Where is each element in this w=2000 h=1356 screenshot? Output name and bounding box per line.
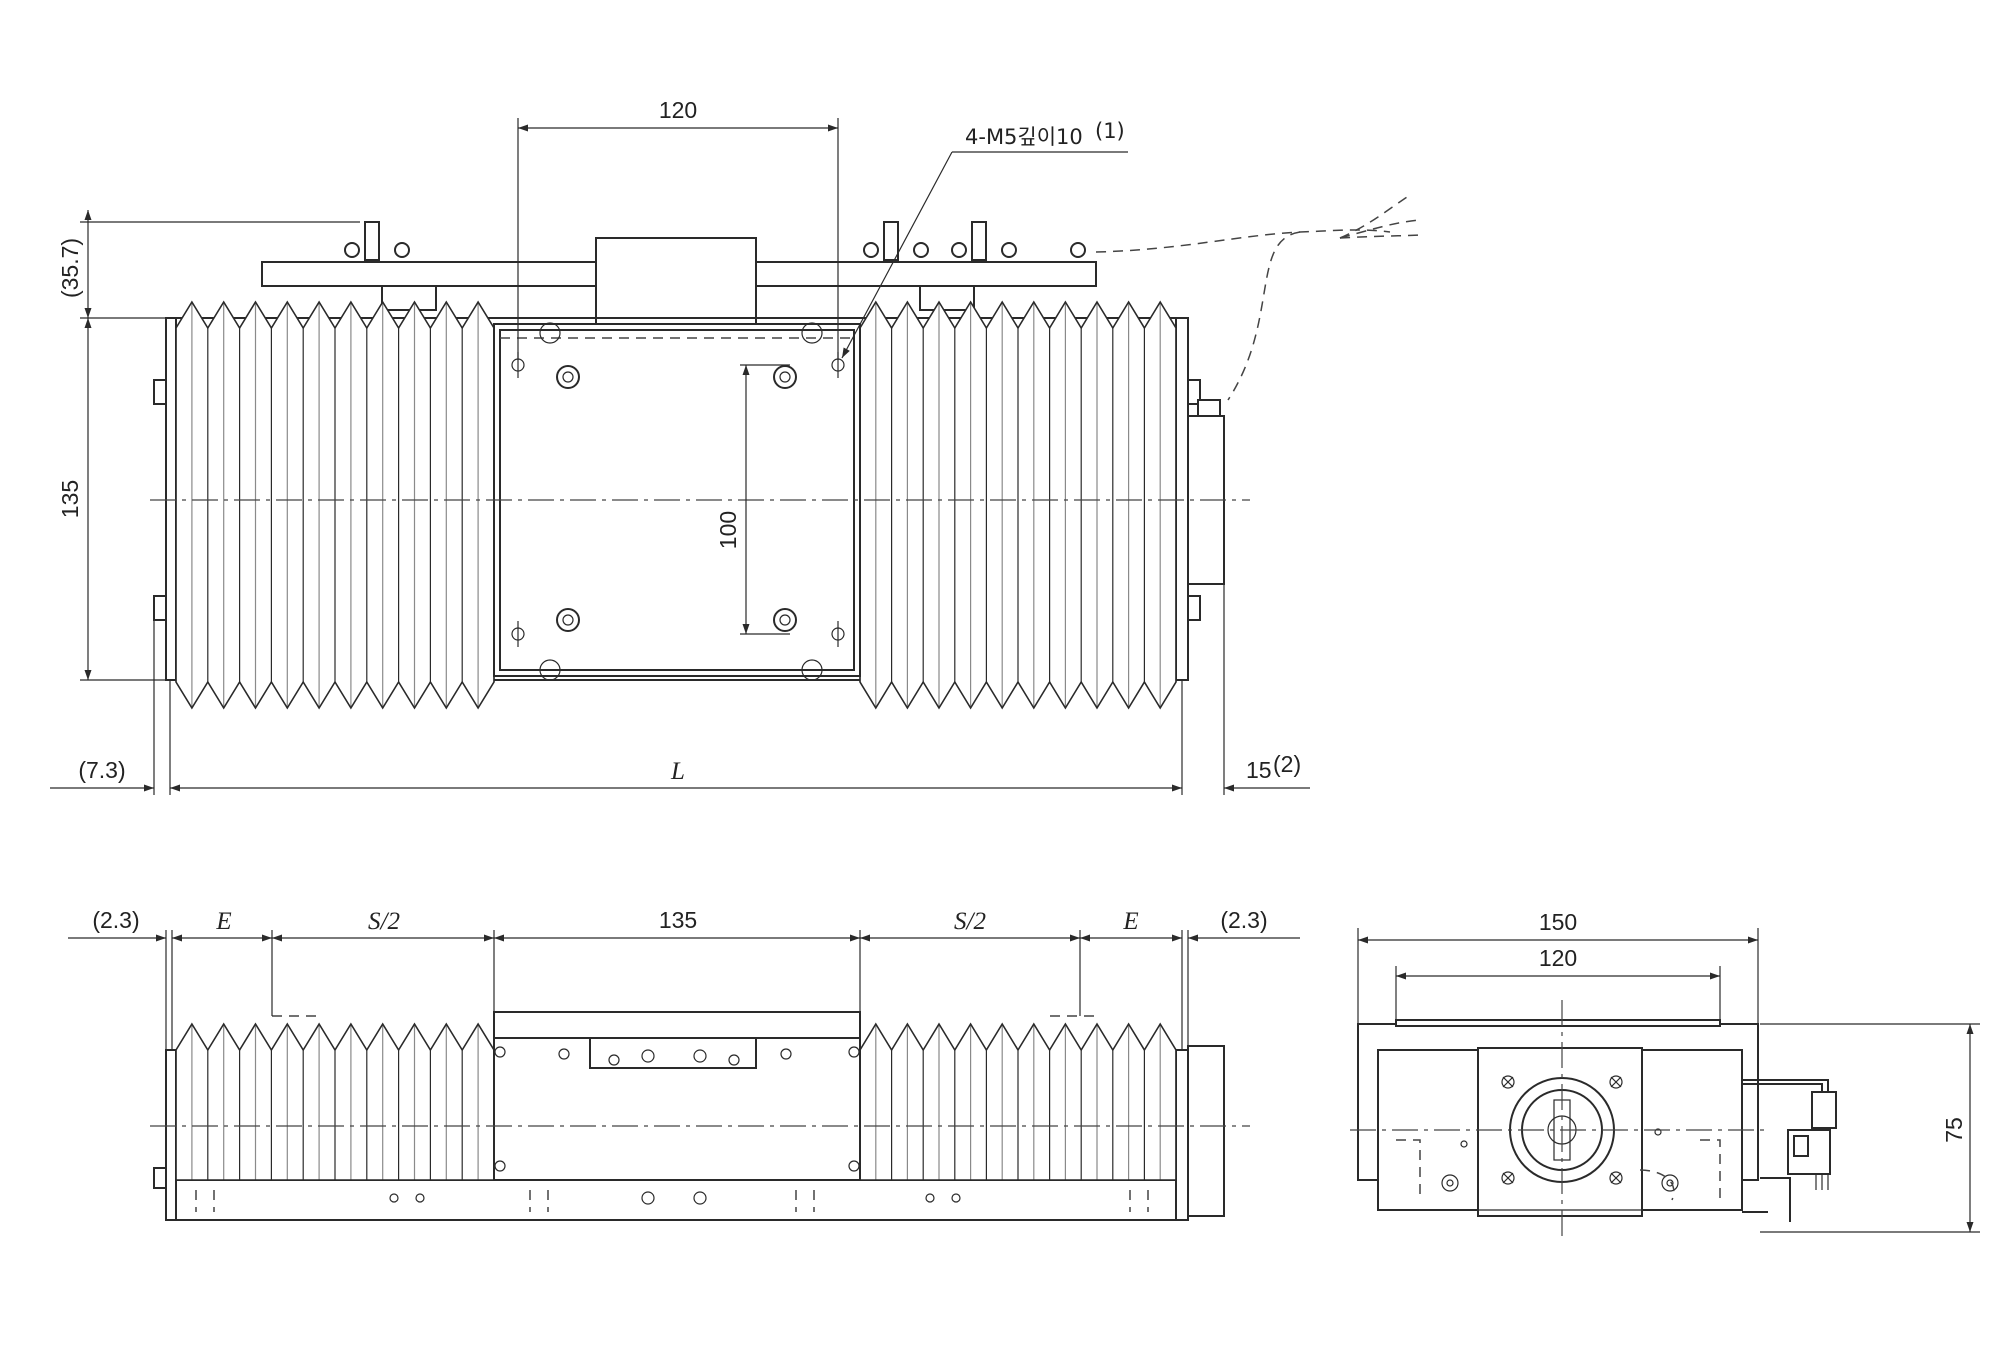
end-view: 150 120 75 <box>1350 909 1980 1240</box>
end-screws <box>1441 1075 1679 1192</box>
dim-half-stroke-right: S/2 <box>954 908 986 935</box>
top-view: 120 4-M5깊이10 (1) (35.7) 135 100 (7.3) L … <box>50 97 1421 795</box>
dim-table: 135 <box>659 907 697 933</box>
dim-right-gap: (2.3) <box>1220 907 1267 933</box>
dim-half-stroke-left: S/2 <box>368 908 400 935</box>
dim-length: L <box>670 758 685 785</box>
dim-cable-offset: (35.7) <box>57 238 83 298</box>
dim-mount-width: 120 <box>659 97 697 123</box>
dim-motor: 15 <box>1246 757 1272 783</box>
dim-inner-width: 120 <box>1539 945 1577 971</box>
dim-left-gap: (2.3) <box>92 907 139 933</box>
dim-hole-pitch: 100 <box>715 511 741 549</box>
dim-end-left: E <box>215 908 231 935</box>
hole-note: 4-M5깊이10 <box>965 125 1083 149</box>
mounting-holes <box>511 352 845 647</box>
dim-motor-mark: (2) <box>1273 751 1301 777</box>
hole-note-mark: (1) <box>1095 119 1125 143</box>
dim-outer-width: 150 <box>1539 909 1577 935</box>
dim-left-offset: (7.3) <box>78 757 125 783</box>
dim-end-height: 75 <box>1941 1117 1967 1143</box>
cable-clamp <box>344 221 1086 261</box>
side-dims: (2.3) E S/2 135 S/2 E (2.3) <box>68 907 1300 1050</box>
side-view: (2.3) E S/2 135 S/2 E (2.3) <box>68 907 1300 1221</box>
dim-end-right: E <box>1122 908 1138 935</box>
dim-height: 135 <box>57 480 83 518</box>
